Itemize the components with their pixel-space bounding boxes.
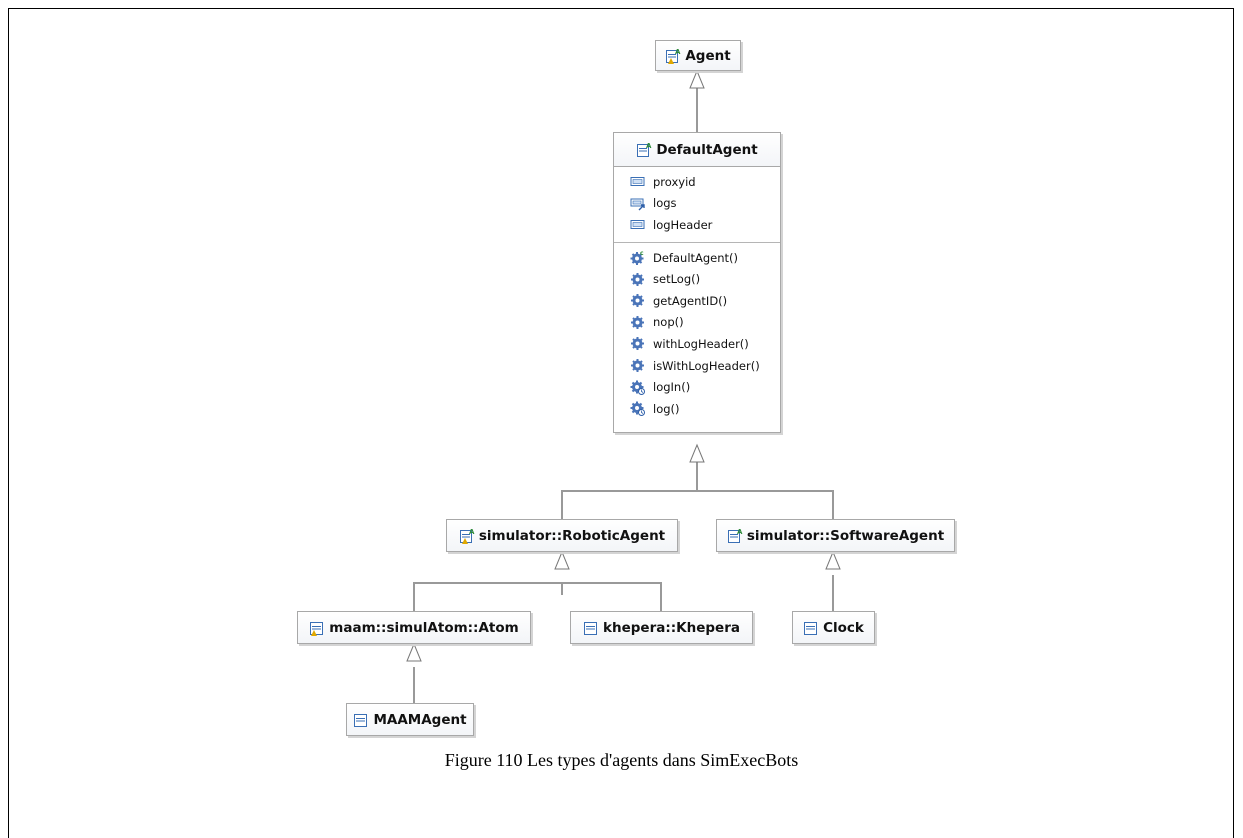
method-item[interactable]: withLogHeader() <box>614 333 780 355</box>
method-item[interactable]: isWithLogHeader() <box>614 355 780 377</box>
class-name: Clock <box>823 619 864 636</box>
figure-frame <box>8 8 1234 838</box>
field-reference-icon <box>630 198 645 211</box>
field-label: proxyid <box>653 174 696 189</box>
field-label: logHeader <box>653 217 713 232</box>
svg-text:A: A <box>469 528 475 536</box>
class-name: MAAMAgent <box>373 711 467 728</box>
method-item[interactable]: nop() <box>614 312 780 334</box>
method-gear-icon <box>631 337 644 351</box>
method-item[interactable]: logIn() <box>614 376 780 398</box>
method-label: setLog() <box>653 272 701 287</box>
class-warning-icon <box>310 621 324 636</box>
method-item[interactable]: getAgentID() <box>614 290 780 312</box>
method-gear-icon <box>631 359 644 373</box>
abstract-class-warning-icon: A <box>459 528 475 544</box>
method-label: log() <box>653 401 680 416</box>
class-name: khepera::Khepera <box>603 619 740 636</box>
class-software-agent[interactable]: A simulator::SoftwareAgent <box>716 519 955 552</box>
class-robotic-agent[interactable]: A simulator::RoboticAgent <box>446 519 678 552</box>
abstract-class-icon: A <box>637 142 652 157</box>
class-icon <box>584 621 598 635</box>
method-item[interactable]: c DefaultAgent() <box>614 247 780 269</box>
method-label: isWithLogHeader() <box>653 358 760 373</box>
class-icon <box>354 713 368 727</box>
svg-text:A: A <box>646 142 652 150</box>
abstract-class-icon: A <box>727 528 743 543</box>
class-name: simulator::SoftwareAgent <box>746 527 945 544</box>
abstract-class-warning-icon: A <box>666 48 681 64</box>
method-label: nop() <box>653 315 684 330</box>
method-static-gear-icon <box>630 401 645 417</box>
field-item[interactable]: proxyid <box>614 171 780 193</box>
constructor-icon: c <box>630 250 644 266</box>
fields-section: proxyid logs logHeader <box>614 167 780 243</box>
method-label: withLogHeader() <box>653 336 749 351</box>
method-label: logIn() <box>653 380 691 395</box>
class-khepera[interactable]: khepera::Khepera <box>570 611 753 644</box>
class-name: simulator::RoboticAgent <box>478 527 666 544</box>
methods-section: c DefaultAgent() setLog() getAgentID() <box>614 243 780 426</box>
method-label: DefaultAgent() <box>653 250 739 265</box>
svg-text:c: c <box>640 250 644 257</box>
method-label: getAgentID() <box>653 293 728 308</box>
field-item[interactable]: logHeader <box>614 214 780 236</box>
class-clock[interactable]: Clock <box>792 611 875 644</box>
class-name: maam::simulAtom::Atom <box>329 619 519 636</box>
class-defaultagent[interactable]: A DefaultAgent proxyid logs logHeader <box>613 132 781 433</box>
class-icon <box>804 621 818 635</box>
method-gear-icon <box>631 272 644 286</box>
figure-caption: Figure 110 Les types d'agents dans SimEx… <box>444 750 799 770</box>
class-agent[interactable]: A Agent <box>655 40 741 71</box>
class-maam-agent[interactable]: MAAMAgent <box>346 703 474 736</box>
field-icon <box>630 220 645 230</box>
class-name: DefaultAgent <box>656 141 758 158</box>
method-item[interactable]: log() <box>614 398 780 420</box>
class-name: Agent <box>685 47 731 64</box>
method-item[interactable]: setLog() <box>614 268 780 290</box>
svg-text:A: A <box>737 528 743 536</box>
field-item[interactable]: logs <box>614 193 780 215</box>
method-gear-icon <box>631 294 644 308</box>
method-gear-icon <box>631 315 644 329</box>
method-static-gear-icon <box>630 380 645 395</box>
field-icon <box>630 177 645 187</box>
svg-text:A: A <box>675 48 681 56</box>
field-label: logs <box>653 196 677 211</box>
class-atom[interactable]: maam::simulAtom::Atom <box>297 611 531 644</box>
